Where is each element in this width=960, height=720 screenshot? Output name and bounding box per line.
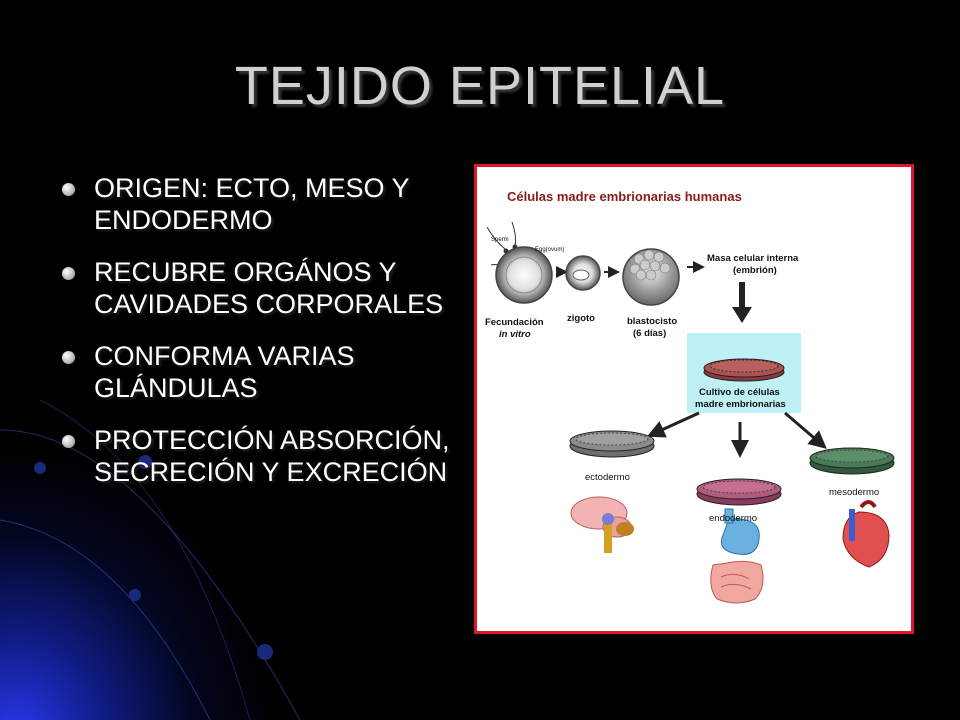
- bullet-icon: [62, 183, 75, 196]
- brain-icon: [570, 496, 634, 553]
- slide-title: TEJIDO EPITELIAL: [234, 56, 726, 116]
- egg-icon: [495, 246, 553, 304]
- arrow-icon: [646, 411, 700, 438]
- digestive-system-icon: [710, 508, 764, 604]
- embryo-label: (embrión): [733, 265, 777, 276]
- zygote-icon: [565, 255, 601, 291]
- decorative-dot: [34, 462, 46, 474]
- mesodermo-label: mesodermo: [829, 487, 880, 498]
- egg-label: Egg(ovum): [535, 247, 565, 253]
- endodermo-label: endodermo: [709, 513, 758, 524]
- decorative-dot: [138, 455, 152, 469]
- bullet-item: ORIGEN: ECTO, MESO Y ENDODERMO: [58, 172, 458, 236]
- endoderm-dish-icon: [696, 478, 782, 506]
- zigoto-label: zigoto: [567, 313, 595, 324]
- decorative-dot: [257, 644, 273, 660]
- bullet-item: RECUBRE ORGÁNOS Y CAVIDADES CORPORALES: [58, 256, 458, 320]
- bullet-item: PROTECCIÓN ABSORCIÓN, SECRECIÓN Y EXCREC…: [58, 424, 458, 488]
- ectodermo-label: ectodermo: [585, 472, 630, 483]
- bullet-text: PROTECCIÓN ABSORCIÓN, SECRECIÓN Y EXCREC…: [94, 425, 450, 487]
- bullet-icon: [62, 435, 75, 448]
- bullet-text: CONFORMA VARIAS GLÁNDULAS: [94, 341, 355, 403]
- heart-icon: [842, 500, 890, 568]
- culture-dish-icon: [703, 358, 785, 382]
- decorative-dot: [129, 589, 141, 601]
- cultivo-label: Cultivo de células: [699, 387, 780, 398]
- stem-cell-figure: Células madre embrionarias humanas Sperm…: [474, 164, 914, 634]
- bullet-text: ORIGEN: ECTO, MESO Y ENDODERMO: [94, 173, 410, 235]
- arrow-icon: [784, 411, 827, 449]
- in-vitro-label: in vitro: [499, 329, 531, 340]
- masa-label: Masa celular interna: [707, 253, 799, 264]
- bullet-list: ORIGEN: ECTO, MESO Y ENDODERMO RECUBRE O…: [58, 172, 458, 508]
- ectoderm-dish-icon: [569, 430, 655, 458]
- sperm-label: Sperm: [491, 237, 509, 243]
- figure-heading: Células madre embrionarias humanas: [507, 189, 742, 204]
- bullet-text: RECUBRE ORGÁNOS Y CAVIDADES CORPORALES: [94, 257, 444, 319]
- figure-illustration: [486, 221, 895, 604]
- blastocisto-label: blastocisto: [627, 316, 678, 327]
- bullet-icon: [62, 267, 75, 280]
- cultivo-2-label: madre embrionarias: [695, 399, 786, 410]
- blastocyst-icon: [622, 248, 680, 306]
- bullet-item: CONFORMA VARIAS GLÁNDULAS: [58, 340, 458, 404]
- fecundacion-label: Fecundación: [485, 317, 544, 328]
- down-arrow-icon: [732, 282, 752, 323]
- blastocisto-days-label: (6 días): [633, 328, 667, 339]
- bullet-icon: [62, 351, 75, 364]
- mesoderm-dish-icon: [809, 447, 895, 475]
